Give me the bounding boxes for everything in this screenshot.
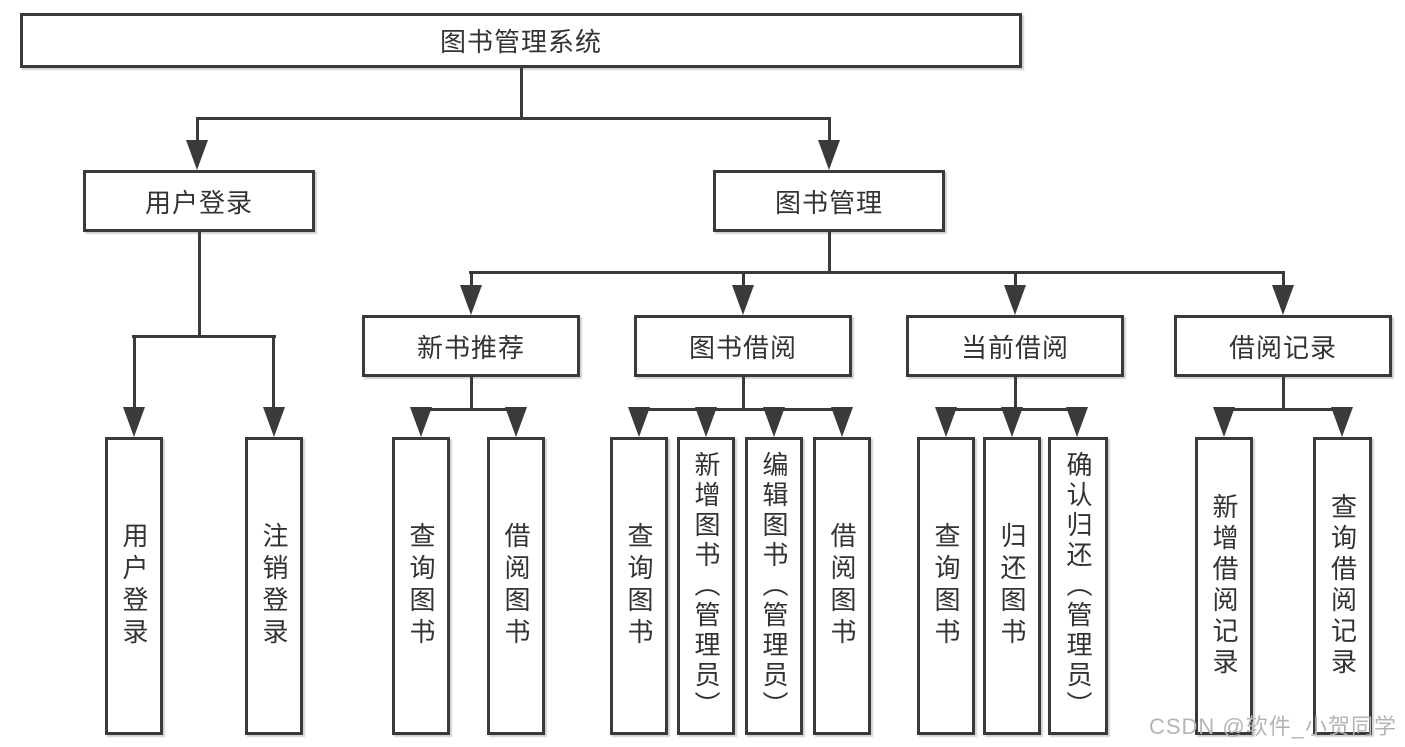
node-book-borrow-label: 图书借阅 <box>688 332 797 363</box>
node-borrow-records: 借阅记录 <box>1174 315 1392 377</box>
leaf-logout-label: 注销登录 <box>259 522 289 650</box>
arrow-down-cb-leaf-2 <box>1001 407 1023 437</box>
arrow-down-bb-leaf-2 <box>695 407 717 437</box>
node-new-book-recommend-label: 新书推荐 <box>416 332 525 363</box>
arrow-down-bb-leaf-1 <box>628 407 650 437</box>
leaf-query-books-recommend: 查询图书 <box>392 437 450 735</box>
leaf-return-book: 归还图书 <box>983 437 1041 735</box>
leaf-query-borrow-record-label: 查询借阅记录 <box>1327 493 1358 679</box>
node-borrow-records-label: 借阅记录 <box>1228 332 1337 363</box>
leaf-borrow-books-recommend-label: 借阅图书 <box>501 522 531 650</box>
leaf-query-borrow-record: 查询借阅记录 <box>1313 437 1372 735</box>
arrow-down-cb-leaf-3 <box>1066 407 1088 437</box>
leaf-user-login: 用户登录 <box>105 437 163 735</box>
node-library-system: 图书管理系统 <box>20 13 1022 68</box>
node-current-borrow-label: 当前借阅 <box>960 332 1069 363</box>
arrow-down-bb-leaf-4 <box>831 407 853 437</box>
connector-bm-drop-3 <box>1014 271 1017 287</box>
connector-user-login-rail <box>132 335 276 338</box>
leaf-edit-book-admin-label: 编辑图书（管理员） <box>759 451 789 721</box>
leaf-return-book-label: 归还图书 <box>997 522 1027 650</box>
connector-root-rail <box>196 117 830 120</box>
arrow-down-nbr-leaf-1 <box>410 407 432 437</box>
arrow-down-leaf-logout <box>263 407 285 437</box>
arrow-down-nbr-leaf-2 <box>505 407 527 437</box>
connector-bb-rail <box>637 408 844 411</box>
arrow-down-book-borrow <box>732 285 754 315</box>
arrow-down-current-borrow <box>1004 285 1026 315</box>
node-library-system-label: 图书管理系统 <box>439 27 602 57</box>
arrow-down-new-book-recommend <box>460 285 482 315</box>
arrow-down-br-leaf-2 <box>1331 407 1353 437</box>
leaf-add-book-admin-label: 新增图书（管理员） <box>691 451 721 721</box>
leaf-query-books-borrow-label: 查询图书 <box>624 522 654 650</box>
connector-br-stem <box>1282 377 1285 411</box>
arrow-down-leaf-user-login <box>123 407 145 437</box>
connector-nbr-stem <box>470 377 473 411</box>
connector-cb-stem <box>1014 377 1017 411</box>
node-new-book-recommend: 新书推荐 <box>362 315 580 377</box>
connector-bm-drop-2 <box>742 271 745 287</box>
arrow-down-user-login <box>186 140 208 170</box>
arrow-down-cb-leaf-1 <box>935 407 957 437</box>
leaf-query-books-current: 查询图书 <box>917 437 975 735</box>
leaf-query-books-borrow: 查询图书 <box>610 437 668 735</box>
leaf-borrow-books-recommend: 借阅图书 <box>487 437 545 735</box>
node-user-login-label: 用户登录 <box>144 187 253 218</box>
connector-bb-stem <box>742 377 745 411</box>
leaf-confirm-return-admin-label: 确认归还（管理员） <box>1063 451 1093 721</box>
node-current-borrow: 当前借阅 <box>906 315 1124 377</box>
arrow-down-bb-leaf-3 <box>763 407 785 437</box>
connector-root-stem <box>520 68 523 120</box>
leaf-query-books-recommend-label: 查询图书 <box>406 522 436 650</box>
leaf-query-books-current-label: 查询图书 <box>931 522 961 650</box>
leaf-add-borrow-record-label: 新增借阅记录 <box>1209 493 1239 679</box>
connector-br-rail <box>1222 408 1344 411</box>
connector-user-login-drop-1 <box>133 335 136 409</box>
leaf-confirm-return-admin: 确认归还（管理员） <box>1048 437 1108 735</box>
leaf-edit-book-admin: 编辑图书（管理员） <box>745 437 803 735</box>
node-user-login: 用户登录 <box>83 170 315 232</box>
arrow-down-br-leaf-1 <box>1213 407 1235 437</box>
leaf-add-borrow-record: 新增借阅记录 <box>1195 437 1253 735</box>
node-book-borrow: 图书借阅 <box>634 315 852 377</box>
arrow-down-borrow-records <box>1272 285 1294 315</box>
connector-book-management-stem <box>828 232 831 274</box>
leaf-borrow-books: 借阅图书 <box>813 437 871 735</box>
connector-user-login-drop-2 <box>272 335 275 409</box>
node-book-management-label: 图书管理 <box>774 187 883 218</box>
node-book-management: 图书管理 <box>713 170 945 232</box>
leaf-borrow-books-label: 借阅图书 <box>827 522 857 650</box>
connector-book-management-rail <box>469 271 1285 274</box>
leaf-add-book-admin: 新增图书（管理员） <box>677 437 735 735</box>
leaf-logout: 注销登录 <box>245 437 303 735</box>
connector-nbr-rail <box>419 408 518 411</box>
connector-root-drop-left <box>196 117 199 142</box>
connector-root-drop-right <box>828 117 831 142</box>
watermark: CSDN @软件_小贺同学 <box>1148 714 1397 739</box>
leaf-user-login-label: 用户登录 <box>119 522 149 650</box>
connector-bm-drop-4 <box>1282 271 1285 287</box>
connector-user-login-stem <box>198 232 201 338</box>
arrow-down-book-management <box>818 140 840 170</box>
connector-bm-drop-1 <box>470 271 473 287</box>
